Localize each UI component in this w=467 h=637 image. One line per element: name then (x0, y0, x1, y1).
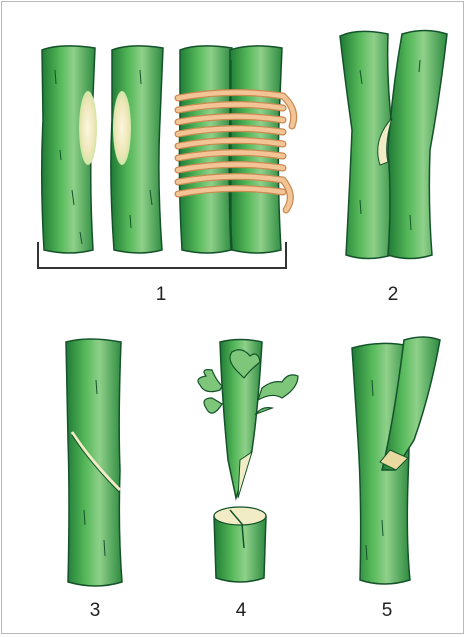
figure-4-cleft-graft (198, 340, 298, 583)
figure-5-side-graft (352, 337, 440, 584)
figure-1-approach-graft (38, 46, 294, 268)
cut-wound-1b (113, 91, 131, 165)
figure-2-tongue-graft (340, 31, 447, 259)
figure-label-1: 1 (146, 284, 176, 306)
figure-label-3: 3 (80, 600, 110, 622)
figure-3-whip-graft (66, 339, 122, 586)
figure-label-2: 2 (378, 284, 408, 306)
cut-wound-1a (79, 91, 97, 165)
bud-right (256, 375, 298, 414)
figure-label-5: 5 (372, 600, 402, 622)
figure-label-4: 4 (226, 600, 256, 622)
bud-left (198, 370, 222, 414)
stem-2b (388, 31, 447, 259)
